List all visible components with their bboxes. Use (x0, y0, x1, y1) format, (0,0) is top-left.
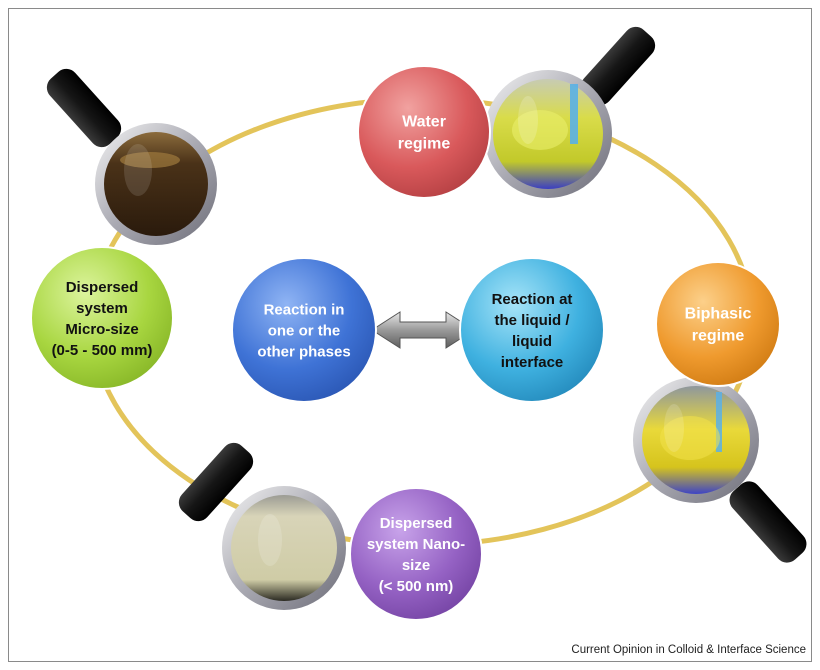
node-label-line: interface (501, 354, 564, 371)
magnifier-icon (633, 377, 807, 563)
node-label-line: Dispersed (66, 279, 139, 296)
node-label-line: Reaction in (264, 301, 345, 318)
node-label-line: other phases (257, 343, 350, 360)
pale-dispersion-lens (231, 495, 337, 601)
node-label-line: system (76, 300, 128, 317)
node-reaction-interface: Reaction at the liquid / liquid interface (459, 257, 605, 403)
node-label-line: (< 500 nm) (379, 578, 454, 595)
node-label-line: (0-5 - 500 mm) (52, 342, 153, 359)
node-label-line: Water (402, 114, 446, 131)
magnifier-micro-sample (46, 68, 217, 245)
node-circle (30, 246, 174, 390)
node-label-line: the liquid / (495, 312, 571, 329)
node-circle (459, 257, 605, 403)
magnifier-icon (46, 68, 217, 245)
node-label-line: one or the (268, 322, 341, 339)
node-circle (357, 65, 491, 199)
magnifier-nano-sample (178, 442, 346, 610)
node-circle (349, 487, 483, 621)
node-circle (231, 257, 377, 403)
node-label-line: regime (692, 328, 745, 345)
magnifier-biphasic-sample (633, 377, 807, 563)
node-label-line: Micro-size (65, 321, 138, 338)
node-circle (655, 261, 781, 387)
node-label-line: Dispersed (380, 515, 453, 532)
magnifier-icon (178, 442, 346, 610)
magnifier-icon (484, 26, 656, 198)
node-label-line: system Nano- (367, 536, 465, 553)
node-label-line: liquid (512, 333, 552, 350)
node-biphasic-regime: Biphasic regime (655, 261, 781, 387)
node-water-regime: Water regime (357, 65, 491, 199)
node-label-line: Reaction at (492, 291, 573, 308)
figure-frame (8, 8, 812, 662)
source-caption: Current Opinion in Colloid & Interface S… (571, 644, 806, 656)
dark-emulsion-lens (104, 132, 208, 236)
double-arrow-icon (371, 311, 475, 349)
node-dispersed-nano: Dispersed system Nano-size (< 500 nm) (349, 487, 483, 621)
node-reaction-phases: Reaction in one or the other phases (231, 257, 377, 403)
node-label-line: size (402, 557, 430, 574)
node-label-line: Biphasic (685, 306, 752, 323)
node-label-line: regime (398, 136, 451, 153)
magnifier-water-sample (484, 26, 656, 198)
